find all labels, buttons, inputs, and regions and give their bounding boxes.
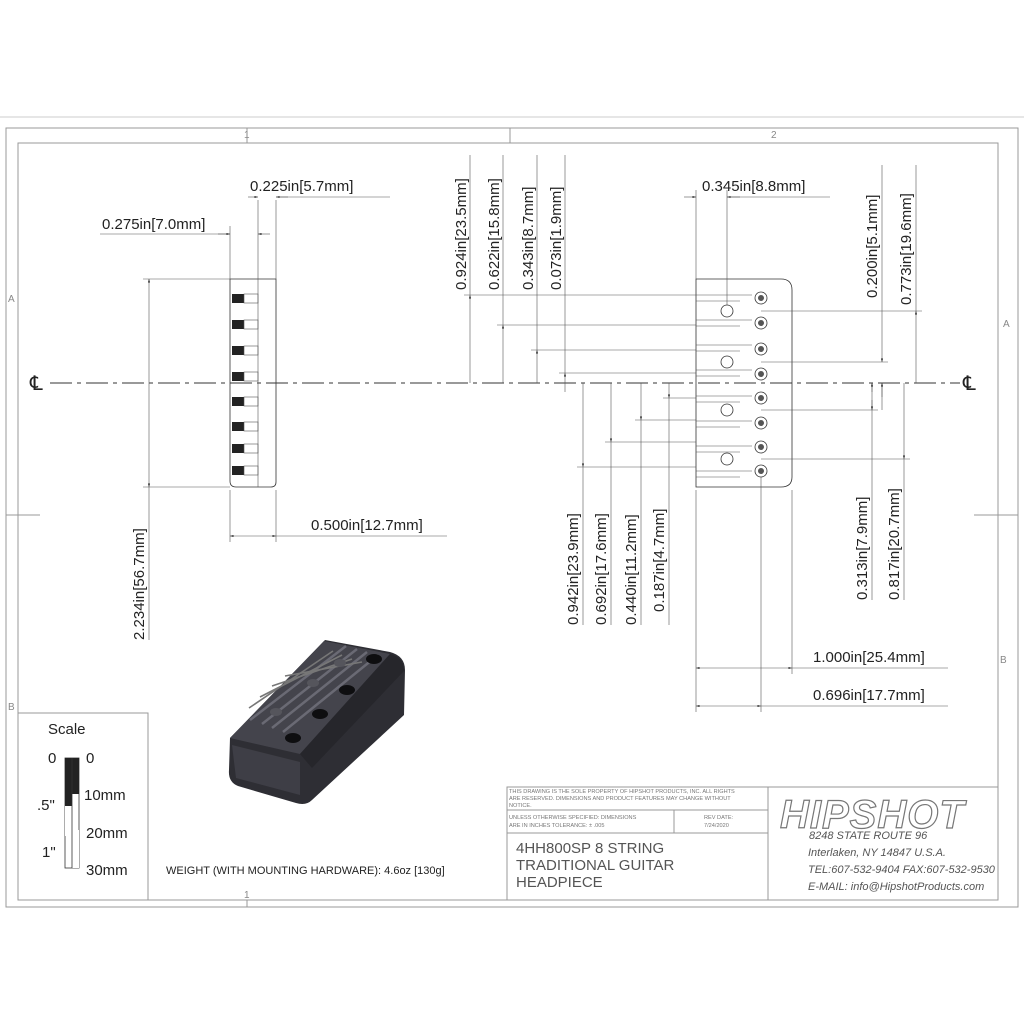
scale-mm-30: 30mm	[86, 862, 128, 879]
dim-0-345: 0.345in[8.8mm]	[702, 178, 805, 195]
zone-label-a-right: A	[1003, 319, 1010, 330]
scale-inch-1: 1"	[42, 844, 56, 861]
dim-0-924: 0.924in[23.5mm]	[453, 178, 470, 290]
dim-0-440: 0.440in[11.2mm]	[623, 514, 640, 625]
front-view-dimensions: 0.345in[8.8mm] 0.924in[23.5mm] 0.622in[1…	[453, 155, 948, 712]
zone-label-2: 2	[771, 130, 777, 141]
dim-0-692: 0.692in[17.6mm]	[593, 513, 610, 625]
notice-line-1: THIS DRAWING IS THE SOLE PROPERTY OF HIP…	[509, 789, 735, 795]
dim-0-696: 0.696in[17.7mm]	[813, 687, 925, 704]
string-screws	[754, 291, 768, 478]
dim-0-275: 0.275in[7.0mm]	[102, 216, 205, 233]
dim-0-942: 0.942in[23.9mm]	[565, 513, 582, 625]
zone-label-1-bottom: 1	[244, 890, 250, 901]
zone-label-1: 1	[244, 130, 250, 141]
front-view-part	[695, 278, 793, 488]
side-view-dimensions: 0.225in[5.7mm] 0.275in[7.0mm] 2.234in[56…	[100, 178, 447, 640]
dim-0-622: 0.622in[15.8mm]	[486, 178, 503, 290]
zone-label-b-right: B	[1000, 655, 1007, 666]
address-line-2: Interlaken, NY 14847 U.S.A.	[808, 847, 946, 859]
centerline-symbol-left: ℄	[29, 371, 43, 395]
zone-label-b: B	[8, 702, 15, 713]
email: E-MAIL: info@HipshotProducts.com	[808, 881, 984, 893]
weight-note: WEIGHT (WITH MOUNTING HARDWARE): 4.6oz […	[166, 865, 445, 877]
title-block: THIS DRAWING IS THE SOLE PROPERTY OF HIP…	[506, 786, 999, 901]
centerline: ℄ ℄	[29, 371, 976, 395]
notice-line-2: ARE RESERVED. DIMENSIONS AND PRODUCT FEA…	[509, 796, 731, 802]
rev-date-label: REV DATE:	[704, 815, 734, 821]
scale-mm-0: 0	[86, 750, 94, 767]
address-line-1: 8248 STATE ROUTE 96	[809, 830, 928, 842]
mounting-holes	[720, 304, 734, 466]
zone-label-a: A	[8, 294, 15, 305]
scale-inch-half: .5"	[37, 797, 55, 814]
tolerance-line-1: UNLESS OTHERWISE SPECIFIED: DIMENSIONS	[509, 815, 637, 821]
dim-0-313: 0.313in[7.9mm]	[854, 497, 871, 600]
dim-0-817: 0.817in[20.7mm]	[886, 488, 903, 600]
dim-0-225: 0.225in[5.7mm]	[250, 178, 353, 195]
tolerance-line-2: ARE IN INCHES TOLERANCE: ± .005	[509, 823, 605, 829]
scale-mm-20: 20mm	[86, 825, 128, 842]
isometric-view	[228, 640, 405, 804]
dim-1-000: 1.000in[25.4mm]	[813, 649, 925, 666]
dim-0-343: 0.343in[8.7mm]	[520, 187, 537, 290]
iso-holes	[270, 654, 382, 743]
dim-2-234: 2.234in[56.7mm]	[131, 528, 148, 640]
phone-fax: TEL:607-532-9404 FAX:607-532-9530	[808, 864, 996, 876]
hipshot-logo: HIPSHOT	[780, 793, 967, 837]
string-slot-lines	[696, 294, 752, 478]
part-title-3: HEADPIECE	[516, 874, 603, 891]
scale-title: Scale	[48, 721, 86, 738]
notice-line-3: NOTICE.	[509, 803, 532, 809]
scale-inch-0: 0	[48, 750, 56, 767]
string-slots-side	[232, 293, 259, 476]
dim-0-773: 0.773in[19.6mm]	[898, 193, 915, 305]
scale-box: Scale 0 .5" 1" 0 10mm 20mm 30mm	[17, 712, 149, 901]
scale-mm-10: 10mm	[84, 787, 126, 804]
rev-date-value: 7/24/2020	[704, 823, 729, 829]
side-view-part	[229, 278, 277, 488]
dim-0-500: 0.500in[12.7mm]	[311, 517, 423, 534]
dim-0-187: 0.187in[4.7mm]	[651, 509, 668, 612]
part-title-2: TRADITIONAL GUITAR	[516, 857, 675, 874]
centerline-symbol-right: ℄	[962, 371, 976, 395]
part-title-1: 4HH800SP 8 STRING	[516, 840, 664, 857]
dim-0-200: 0.200in[5.1mm]	[864, 195, 881, 298]
dim-0-073: 0.073in[1.9mm]	[548, 187, 565, 290]
